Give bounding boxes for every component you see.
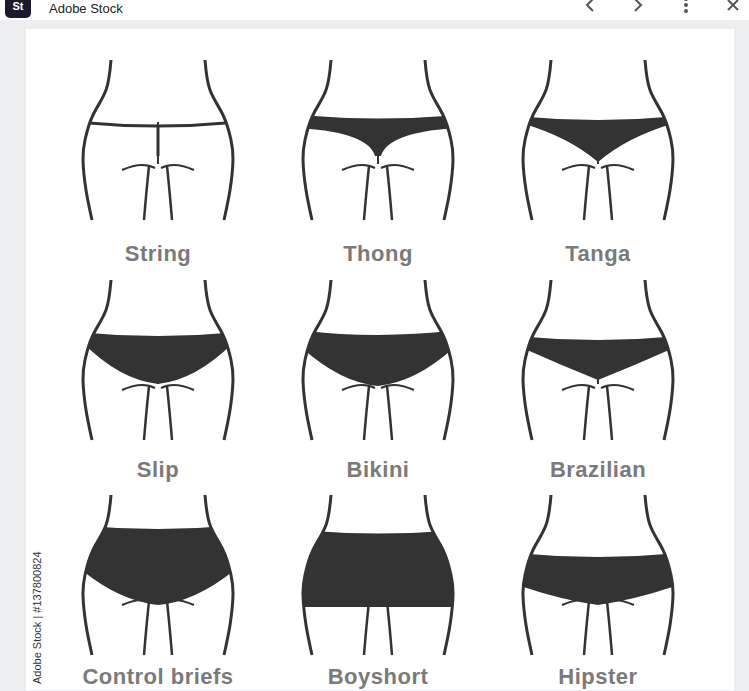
hip-figure [518,495,678,655]
garment-shape [298,330,458,386]
style-label: String [125,241,192,266]
hip-outline [425,60,453,220]
style-label: Brazilian [550,457,646,482]
style-label: Hipster [558,664,637,689]
hip-outline [523,60,551,220]
thigh-line [364,601,392,655]
watermark: Adobe Stock | #137800824 [31,551,44,684]
thigh-line [144,166,172,220]
thigh-line [584,601,612,655]
hip-outline [425,280,453,440]
garment-shape [298,530,458,607]
style-label: Control briefs [82,664,233,689]
menu-icon [684,0,688,13]
next-icon [635,0,641,11]
garment-shape [518,553,678,605]
garment-shape [78,332,238,384]
hip-figure [518,60,678,220]
hip-outline [645,495,673,655]
style-label: Bikini [347,457,410,482]
prev-icon [587,0,593,11]
thigh-line [364,386,392,440]
style-label: Boyshort [328,664,429,689]
hip-outline [205,280,233,440]
hip-figure [78,280,238,440]
hip-figure [298,60,458,220]
hip-figure [298,495,458,655]
hip-figure [298,280,458,440]
garment-shape [298,115,458,156]
hip-figure [518,280,678,440]
garment-shape [518,336,678,380]
hip-outline [425,495,453,655]
garment-shape [78,525,238,605]
style-label: Slip [137,457,179,482]
image-panel [25,28,735,691]
hip-outline [205,495,233,655]
close-icon [728,0,738,10]
hip-outline [83,280,111,440]
garment-shape [518,116,678,162]
hip-outline [303,495,331,655]
thigh-line [364,166,392,220]
hip-outline [303,60,331,220]
hip-figure [78,495,238,655]
app-icon [5,0,31,18]
app-title: Adobe Stock [49,2,123,17]
header-bar [0,0,749,20]
thigh-line [584,386,612,440]
hip-outline [83,495,111,655]
hip-outline [205,60,233,220]
style-label: Thong [343,241,413,266]
hip-outline [523,495,551,655]
thigh-line [584,166,612,220]
hip-outline [645,280,673,440]
thigh-line [144,386,172,440]
thigh-line [144,601,172,655]
style-label: Tanga [565,241,631,266]
hip-outline [523,280,551,440]
app-icon-text: St [13,0,24,13]
hip-outline [83,60,111,220]
hip-outline [303,280,331,440]
garment-string [78,122,238,156]
hip-outline [645,60,673,220]
hip-figure [78,60,238,220]
